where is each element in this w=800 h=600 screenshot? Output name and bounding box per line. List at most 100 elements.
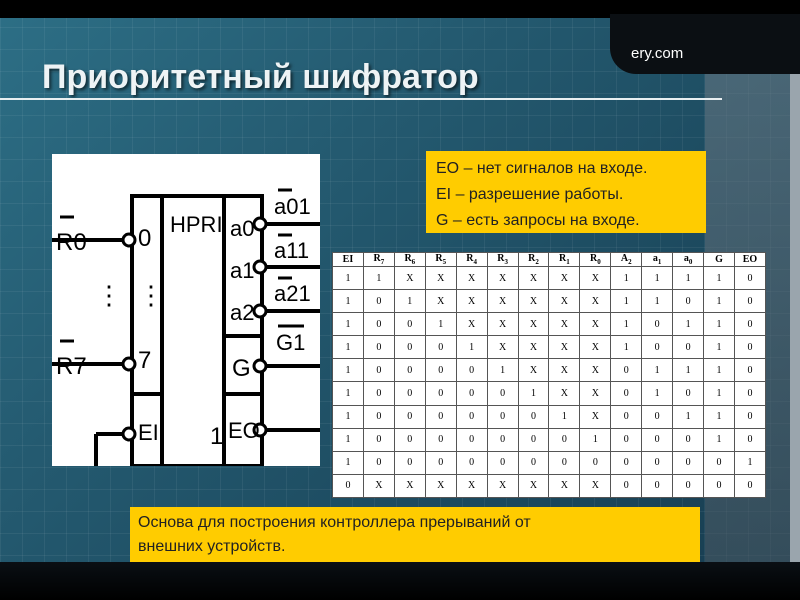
table-cell: X bbox=[548, 289, 581, 314]
table-cell: X bbox=[455, 265, 488, 291]
table-cell: X bbox=[548, 312, 581, 337]
table-cell: X bbox=[517, 335, 550, 360]
table-cell: 0 bbox=[610, 473, 643, 499]
encoder-symbol: HPRI 0 7 EI 1 a0 a1 a2 G EO R0 R7 a01 a1… bbox=[52, 188, 320, 466]
eo-label: EO bbox=[228, 418, 260, 443]
table-cell: 1 bbox=[672, 265, 705, 291]
table-cell: 0 bbox=[517, 427, 550, 452]
table-header-cell: R4 bbox=[455, 252, 488, 267]
table-cell: 0 bbox=[641, 427, 674, 452]
table-cell: X bbox=[517, 289, 550, 314]
site-url: ery.com bbox=[631, 45, 684, 62]
table-cell: 0 bbox=[641, 473, 674, 499]
table-cell: X bbox=[393, 265, 426, 291]
top-right-tab bbox=[610, 14, 800, 74]
output-a21-label: a21 bbox=[274, 281, 311, 306]
table-header-cell: R0 bbox=[579, 252, 612, 267]
table-cell: 0 bbox=[393, 381, 426, 406]
table-header-cell: R2 bbox=[517, 252, 550, 267]
table-cell: 1 bbox=[362, 265, 395, 291]
table-cell: 0 bbox=[424, 358, 457, 383]
table-cell: 1 bbox=[332, 381, 364, 406]
table-cell: 0 bbox=[703, 450, 735, 475]
table-cell: 1 bbox=[641, 358, 674, 383]
table-cell: 1 bbox=[703, 427, 735, 452]
title-underline bbox=[0, 98, 722, 100]
output-g1-label: G1 bbox=[276, 330, 305, 355]
table-cell: 0 bbox=[455, 358, 488, 383]
input-r0-label: R0 bbox=[56, 229, 87, 256]
table-cell: 0 bbox=[393, 404, 426, 429]
table-cell: 1 bbox=[548, 404, 581, 429]
table-cell: 1 bbox=[332, 450, 364, 475]
table-cell: 0 bbox=[424, 381, 457, 406]
table-cell: 0 bbox=[362, 404, 395, 429]
table-cell: 0 bbox=[455, 427, 488, 452]
table-cell: X bbox=[424, 473, 457, 499]
table-cell: 0 bbox=[548, 450, 581, 475]
table-cell: 0 bbox=[579, 450, 612, 475]
table-cell: X bbox=[579, 404, 612, 429]
table-cell: 0 bbox=[610, 450, 643, 475]
table-cell: 0 bbox=[672, 381, 705, 406]
table-cell: 0 bbox=[424, 404, 457, 429]
output-a01-label: a01 bbox=[274, 194, 311, 219]
table-cell: X bbox=[579, 358, 612, 383]
table-cell: 0 bbox=[733, 335, 767, 360]
table-cell: 0 bbox=[672, 473, 705, 499]
table-cell: 1 bbox=[332, 427, 364, 452]
table-cell: X bbox=[548, 381, 581, 406]
table-cell: 0 bbox=[332, 473, 364, 499]
table-cell: X bbox=[393, 473, 426, 499]
table-header-cell: a1 bbox=[641, 252, 674, 267]
table-header-cell: EO bbox=[733, 252, 767, 267]
table-cell: 1 bbox=[733, 450, 767, 475]
table-cell: X bbox=[455, 312, 488, 337]
table-cell: 1 bbox=[610, 289, 643, 314]
table-cell: 0 bbox=[517, 404, 550, 429]
table-cell: 0 bbox=[672, 289, 705, 314]
table-cell: 1 bbox=[455, 335, 488, 360]
table-cell: X bbox=[579, 381, 612, 406]
table-cell: 1 bbox=[517, 381, 550, 406]
table-cell: 0 bbox=[362, 312, 395, 337]
table-cell: 1 bbox=[579, 427, 612, 452]
g-label: G bbox=[232, 355, 251, 382]
table-cell: X bbox=[424, 265, 457, 291]
note-line-g: G – есть запросы на входе. bbox=[436, 212, 640, 229]
table-cell: 0 bbox=[641, 312, 674, 337]
table-cell: 0 bbox=[641, 450, 674, 475]
table-cell: 1 bbox=[703, 381, 735, 406]
table-cell: 0 bbox=[733, 358, 767, 383]
table-cell: 1 bbox=[393, 289, 426, 314]
table-cell: 1 bbox=[703, 358, 735, 383]
table-cell: 0 bbox=[362, 450, 395, 475]
dots-inner: ⋮ bbox=[138, 280, 164, 310]
table-cell: 0 bbox=[672, 335, 705, 360]
table-header-cell: R1 bbox=[548, 252, 581, 267]
table-cell: 0 bbox=[455, 450, 488, 475]
table-cell: 0 bbox=[455, 381, 488, 406]
table-cell: 0 bbox=[610, 358, 643, 383]
table-cell: 0 bbox=[362, 289, 395, 314]
table-cell: 0 bbox=[424, 427, 457, 452]
table-cell: 0 bbox=[610, 381, 643, 406]
block-name: HPRI bbox=[170, 212, 223, 237]
table-cell: 0 bbox=[362, 381, 395, 406]
table-cell: X bbox=[362, 473, 395, 499]
table-cell: 0 bbox=[733, 381, 767, 406]
enable-label: EI bbox=[138, 420, 159, 445]
table-cell: 0 bbox=[610, 427, 643, 452]
table-cell: 1 bbox=[610, 265, 643, 291]
table-cell: 1 bbox=[641, 381, 674, 406]
table-cell: 1 bbox=[424, 312, 457, 337]
table-cell: 0 bbox=[393, 427, 426, 452]
note-line-eo: ЕО – нет сигналов на входе. bbox=[436, 160, 648, 177]
